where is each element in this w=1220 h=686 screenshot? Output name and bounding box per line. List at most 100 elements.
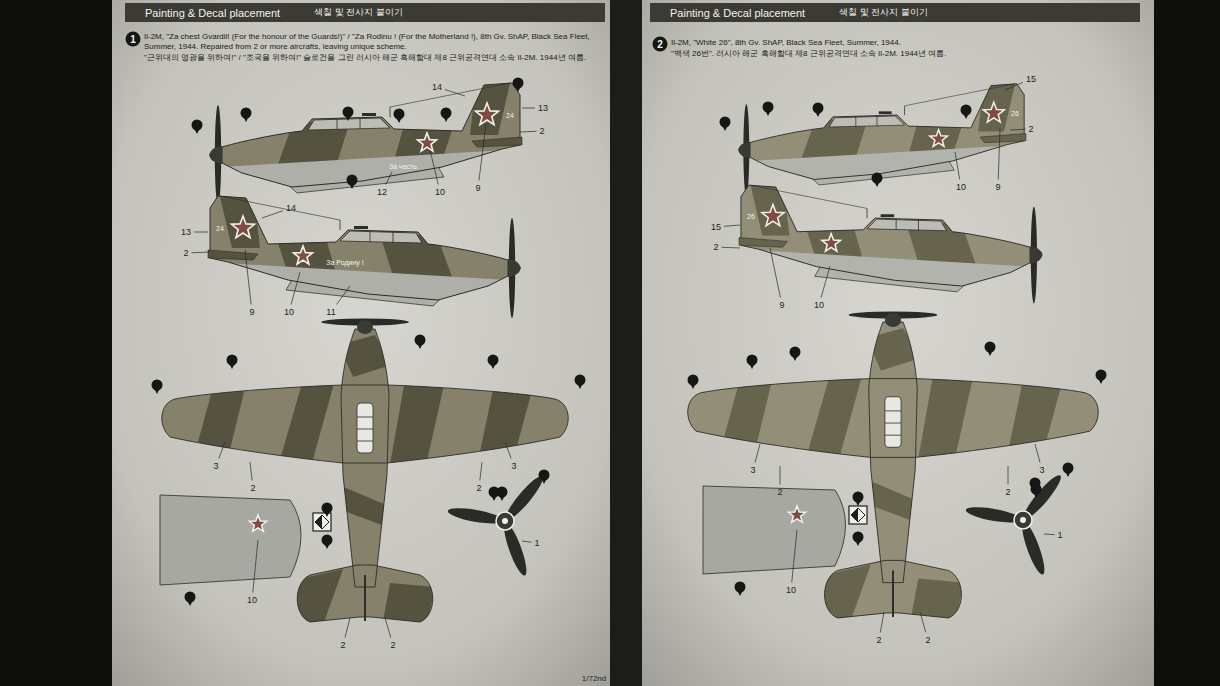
art-shape — [750, 84, 1024, 180]
color-callout — [763, 102, 774, 113]
decal-number: 13 — [538, 104, 548, 113]
color-callout — [872, 173, 883, 184]
color-callout-pointer — [793, 356, 798, 361]
leader-line — [920, 612, 926, 633]
art-shape — [688, 379, 1098, 458]
color-callout-pointer — [542, 479, 547, 484]
leader-line — [821, 266, 830, 298]
art-shape — [208, 262, 508, 328]
leader-line — [724, 225, 740, 226]
leader-line — [755, 444, 760, 463]
side-profile — [209, 75, 522, 215]
leader-line — [1044, 534, 1054, 536]
art-shape — [918, 220, 919, 231]
leader-line — [1035, 444, 1040, 463]
decal-number: 9 — [475, 184, 480, 193]
decal-number: 14 — [432, 83, 442, 92]
aircraft-marking: 26 — [1011, 110, 1019, 117]
decal-number: 10 — [435, 188, 445, 197]
art-shape — [829, 116, 904, 127]
decal-number: 10 — [247, 596, 257, 605]
antenna-wire — [905, 84, 1015, 106]
decal-number: 2 — [1005, 488, 1010, 497]
leader-line — [522, 541, 531, 542]
color-callout — [322, 535, 333, 546]
art-shape — [208, 250, 258, 260]
color-callout-pointer — [500, 496, 505, 501]
leader-line — [385, 618, 391, 638]
art-shape — [876, 116, 877, 126]
insignia-icon — [849, 506, 867, 524]
propeller-front — [447, 473, 547, 578]
decal-number: 9 — [249, 308, 254, 317]
spinner — [738, 142, 750, 159]
art-shape — [869, 322, 917, 583]
art-shape — [867, 208, 868, 218]
art-shape — [389, 380, 445, 470]
color-callout — [575, 375, 586, 386]
spinner — [357, 320, 373, 334]
leader-line — [479, 124, 486, 181]
color-callout — [322, 503, 333, 514]
scheme-description: Il-2M, "Za chest Gvardii! (For the honou… — [144, 32, 609, 52]
color-callout-pointer — [230, 364, 235, 369]
art-shape — [917, 374, 974, 465]
art-shape — [208, 188, 508, 328]
art-shape — [315, 515, 329, 529]
art-shape — [885, 423, 901, 424]
decal-number: 15 — [711, 223, 721, 232]
red-star — [417, 133, 436, 151]
color-callout-pointer — [325, 512, 330, 517]
art-shape — [193, 335, 533, 625]
color-callout — [961, 105, 972, 116]
color-callout — [790, 347, 801, 358]
insignia-icon — [313, 513, 331, 531]
header-text: Painting & Decal placement — [145, 7, 280, 19]
side-profile — [738, 76, 1026, 205]
art-shape — [393, 232, 394, 243]
decal-number: 2 — [250, 484, 255, 493]
red-star — [476, 103, 499, 125]
art-shape — [855, 117, 856, 127]
color-callout-pointer — [155, 389, 160, 394]
side-profile — [208, 188, 521, 328]
spinner — [508, 259, 521, 277]
leader-line — [1005, 82, 1023, 90]
scale-note: 1/72nd — [582, 674, 606, 683]
art-shape — [354, 226, 368, 229]
color-callout — [720, 117, 731, 128]
color-callout — [853, 532, 864, 543]
color-callout-pointer — [418, 344, 423, 349]
color-callout — [513, 78, 524, 89]
aircraft-marking: 24 — [506, 112, 514, 119]
leader-line — [345, 618, 350, 638]
decal-number: 2 — [876, 636, 881, 645]
color-callout-pointer — [188, 601, 193, 606]
color-callout — [152, 380, 163, 391]
leader-line — [520, 131, 536, 133]
color-callout — [241, 108, 252, 119]
color-callout-pointer — [964, 114, 969, 119]
leader-line — [780, 466, 781, 485]
leader-line — [291, 272, 300, 305]
leader-line — [245, 250, 251, 305]
art-shape — [879, 111, 892, 114]
decal-number: 2 — [340, 641, 345, 650]
color-callout — [394, 109, 405, 120]
left-page — [112, 0, 610, 686]
color-callout-pointer — [766, 111, 771, 116]
top-view — [688, 311, 1098, 621]
leader-line — [445, 90, 465, 96]
color-callout — [1031, 484, 1042, 495]
art-shape — [719, 328, 1062, 621]
art-shape — [741, 185, 1030, 286]
color-callout-pointer — [750, 364, 755, 369]
art-shape — [885, 435, 901, 436]
color-callout-pointer — [1066, 472, 1071, 477]
decal-number: 10 — [814, 301, 824, 310]
color-callout-pointer — [195, 129, 200, 134]
art-shape — [313, 513, 331, 531]
color-callout-pointer — [516, 87, 521, 92]
color-callout-pointer — [691, 384, 696, 389]
art-shape — [750, 144, 1026, 205]
